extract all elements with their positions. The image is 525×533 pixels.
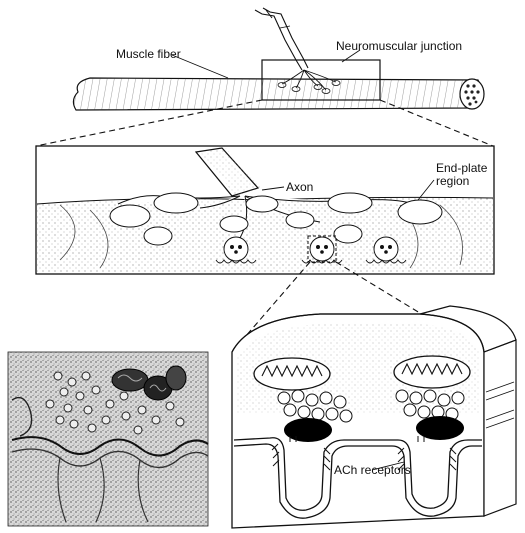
electron-micrograph xyxy=(8,352,208,526)
fiber-cross-section xyxy=(460,79,484,109)
axon-label: Axon xyxy=(286,181,313,194)
end-plate-label-line2: region xyxy=(436,175,469,188)
muscle-fiber-panel xyxy=(36,8,493,146)
neuromuscular-junction-label: Neuromuscular junction xyxy=(336,40,462,53)
ach-receptors-label: ACh receptors xyxy=(334,464,411,477)
synapse-detail-panel xyxy=(232,306,516,528)
muscle-fiber-label: Muscle fiber xyxy=(116,48,181,61)
